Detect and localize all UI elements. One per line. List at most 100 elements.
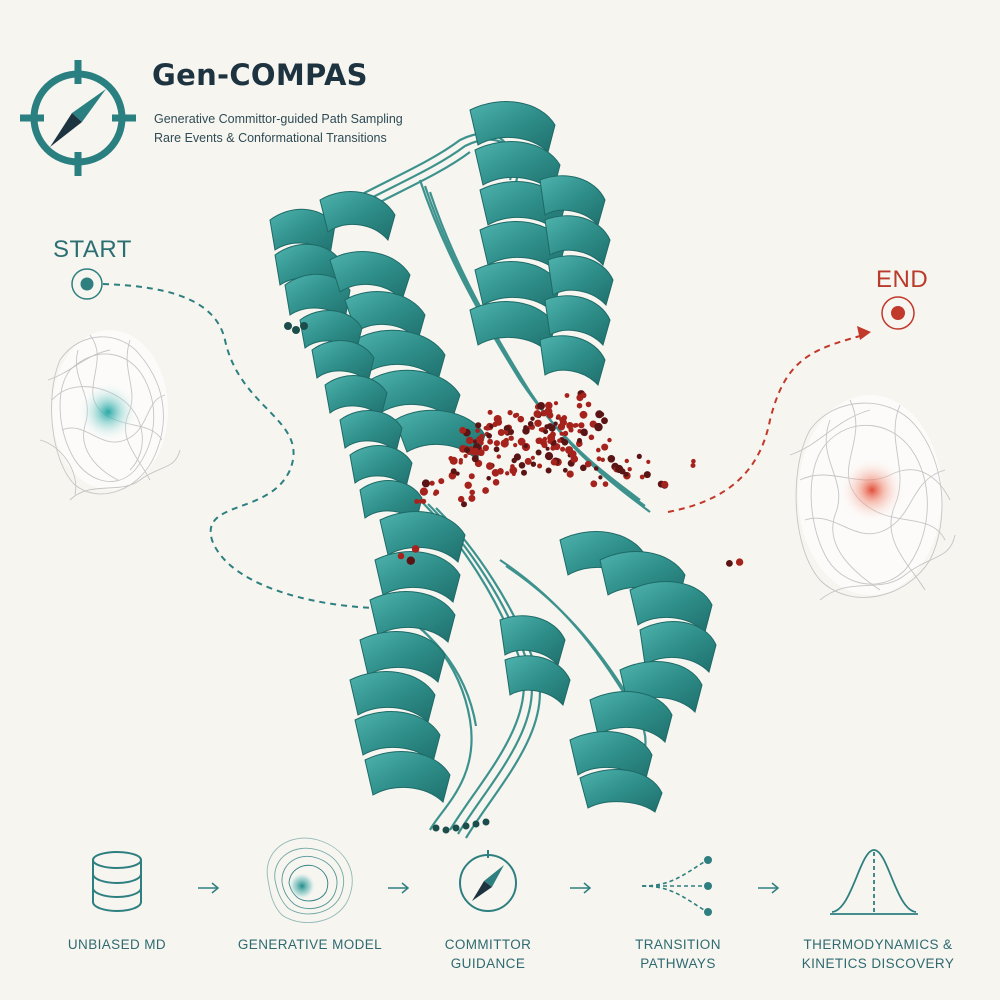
ligand-atom bbox=[607, 437, 612, 443]
ligand-atom bbox=[557, 438, 562, 443]
ligand-atom bbox=[577, 438, 582, 443]
ligand-atom bbox=[468, 473, 475, 480]
app-title: Gen-COMPAS bbox=[152, 58, 368, 92]
ligand-atom bbox=[601, 417, 608, 425]
ligand-atom bbox=[482, 444, 489, 452]
ligand-atom bbox=[559, 416, 565, 423]
ligand-atom bbox=[517, 415, 525, 423]
ligand-atom bbox=[596, 447, 601, 453]
ligand-atom bbox=[500, 439, 509, 448]
ligand-atom bbox=[690, 463, 696, 468]
ligand-atom bbox=[505, 471, 510, 476]
ligand-atom bbox=[518, 462, 526, 469]
ligand-atom bbox=[476, 435, 484, 444]
ligand-atom bbox=[523, 443, 528, 449]
end-label: END bbox=[876, 266, 929, 293]
ligand-atom bbox=[550, 458, 558, 466]
ligand-atom bbox=[541, 442, 548, 449]
ligand-atom bbox=[513, 443, 518, 448]
ligand-atom bbox=[726, 560, 733, 567]
distribution-curve-icon bbox=[830, 849, 918, 915]
ligand-atom bbox=[735, 558, 744, 566]
ligand-atom bbox=[661, 480, 669, 489]
ligand-atom bbox=[509, 466, 518, 475]
ligand-atom bbox=[458, 458, 463, 463]
ligand-atom bbox=[521, 469, 527, 476]
ligand-atom bbox=[524, 457, 532, 465]
ligand-atom bbox=[469, 489, 476, 496]
ligand-atom bbox=[463, 453, 468, 459]
ligand-atom bbox=[468, 494, 476, 502]
ligand-atom bbox=[493, 446, 500, 453]
ligand-atom bbox=[559, 431, 564, 436]
compass-icon bbox=[459, 850, 517, 912]
ligand-atom bbox=[601, 443, 609, 451]
ligand-atom bbox=[496, 454, 501, 459]
step-label-generative-model: GENERATIVE MODEL bbox=[237, 937, 383, 952]
ligand-atom bbox=[497, 429, 505, 436]
start-marker bbox=[71, 268, 103, 300]
ligand-atom bbox=[530, 461, 537, 467]
ligand-atom bbox=[471, 447, 480, 456]
end-conformation-blob bbox=[789, 395, 956, 601]
ligand-atom bbox=[556, 414, 561, 419]
arrow-right-icon bbox=[198, 882, 220, 894]
ligand-atom bbox=[459, 426, 467, 434]
branching-paths-icon bbox=[641, 856, 712, 916]
end-marker bbox=[881, 296, 915, 330]
ligand-atom bbox=[477, 449, 485, 457]
start-transition-path bbox=[102, 283, 396, 610]
ligand-atom bbox=[514, 412, 520, 418]
ligand-atom bbox=[475, 428, 480, 434]
ligand-atom bbox=[455, 471, 460, 476]
ligand-atom bbox=[492, 421, 498, 428]
subtitle-line-1: Generative Committor-guided Path Samplin… bbox=[154, 112, 403, 126]
ligand-atom bbox=[466, 436, 474, 445]
ligand-atom bbox=[471, 455, 479, 463]
ligand-atom bbox=[627, 467, 632, 472]
arrow-right-icon bbox=[758, 882, 780, 894]
ligand-atom bbox=[491, 469, 500, 477]
ligand-atom bbox=[548, 424, 556, 432]
ligand-atom bbox=[530, 455, 536, 460]
ligand-atom bbox=[508, 435, 514, 441]
ligand-atom bbox=[535, 449, 542, 456]
ligand-atom bbox=[535, 437, 542, 444]
step-label-thermo-kinetics: THERMODYNAMICS &KINETICS DISCOVERY bbox=[801, 937, 955, 971]
ligand-atom bbox=[584, 460, 592, 468]
ligand-atom bbox=[691, 458, 696, 464]
ligand-atom bbox=[492, 479, 500, 486]
ligand-atom bbox=[537, 463, 543, 469]
ligand-atom bbox=[562, 467, 568, 473]
ligand-atom bbox=[570, 455, 579, 463]
ligand-atom bbox=[600, 457, 605, 462]
contour-density-icon bbox=[266, 837, 353, 923]
ligand-atom bbox=[504, 430, 509, 435]
ligand-atom bbox=[553, 421, 558, 426]
ligand-atom bbox=[486, 433, 493, 439]
ligand-atom bbox=[411, 545, 420, 553]
ligand-atom bbox=[585, 401, 592, 408]
subtitle-line-2: Rare Events & Conformational Transitions bbox=[154, 131, 387, 145]
ligand-atom bbox=[639, 474, 645, 480]
ligand-atom bbox=[561, 439, 569, 446]
ligand-atom bbox=[545, 401, 553, 410]
ligand-atom bbox=[482, 487, 489, 494]
ligand-atom bbox=[419, 487, 428, 496]
ligand-atom bbox=[560, 446, 566, 452]
step-label-unbiased-md: UNBIASED MD bbox=[67, 937, 167, 952]
ligand-atom bbox=[590, 480, 598, 488]
ligand-atom bbox=[530, 416, 535, 421]
ligand-atom bbox=[578, 422, 585, 429]
ligand-atom bbox=[602, 481, 609, 487]
ligand-atom bbox=[487, 409, 493, 415]
ligand-atom bbox=[421, 479, 430, 488]
ligand-atom bbox=[544, 452, 554, 461]
ligand-atom bbox=[534, 419, 542, 427]
ligand-cloud-illustration bbox=[397, 390, 744, 567]
ligand-atom bbox=[449, 456, 458, 465]
ligand-atom bbox=[461, 501, 467, 508]
ligand-atom bbox=[543, 429, 549, 435]
